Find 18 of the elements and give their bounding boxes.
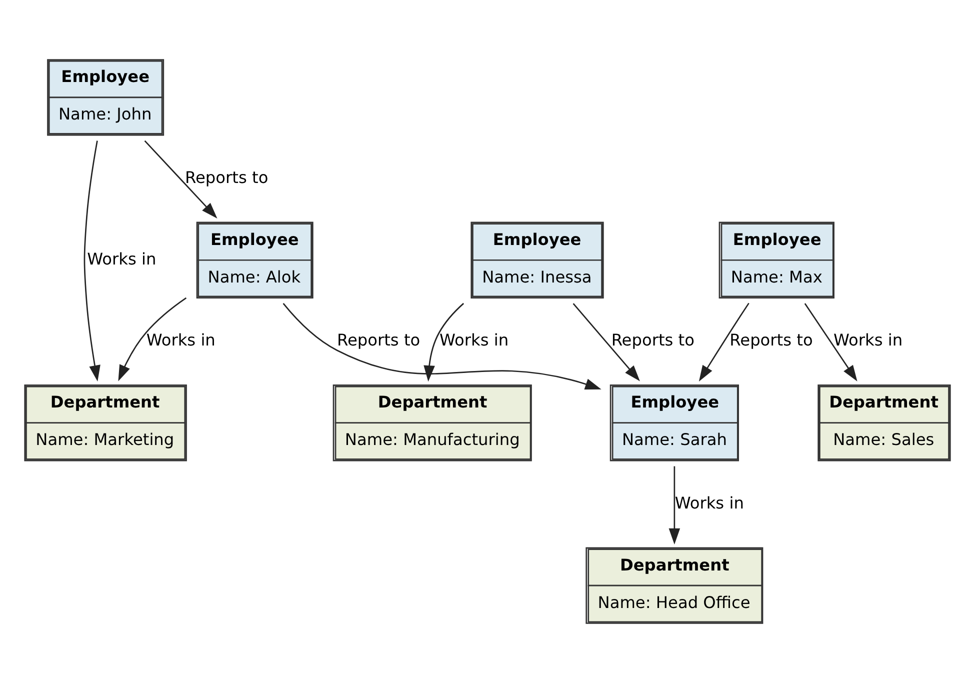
arrow bbox=[424, 302, 464, 382]
edge-label: Works in bbox=[146, 330, 216, 350]
edge-label: Works in bbox=[674, 492, 744, 512]
edge-label: Works in bbox=[440, 330, 509, 350]
edge-label: Works in bbox=[87, 248, 156, 268]
arrow bbox=[698, 302, 750, 382]
arrow bbox=[118, 296, 187, 381]
arrow bbox=[804, 302, 858, 381]
arrow bbox=[668, 466, 680, 544]
arrow bbox=[282, 302, 602, 390]
edge-label: Reports to bbox=[730, 330, 813, 350]
arrow bbox=[144, 140, 218, 218]
edge-label: Reports to bbox=[185, 167, 268, 186]
edge-label: Works in bbox=[834, 330, 903, 350]
edge-label: Reports to bbox=[611, 330, 694, 350]
edge-label: Reports to bbox=[336, 330, 420, 350]
arrow bbox=[572, 302, 640, 381]
arrow bbox=[84, 140, 100, 382]
